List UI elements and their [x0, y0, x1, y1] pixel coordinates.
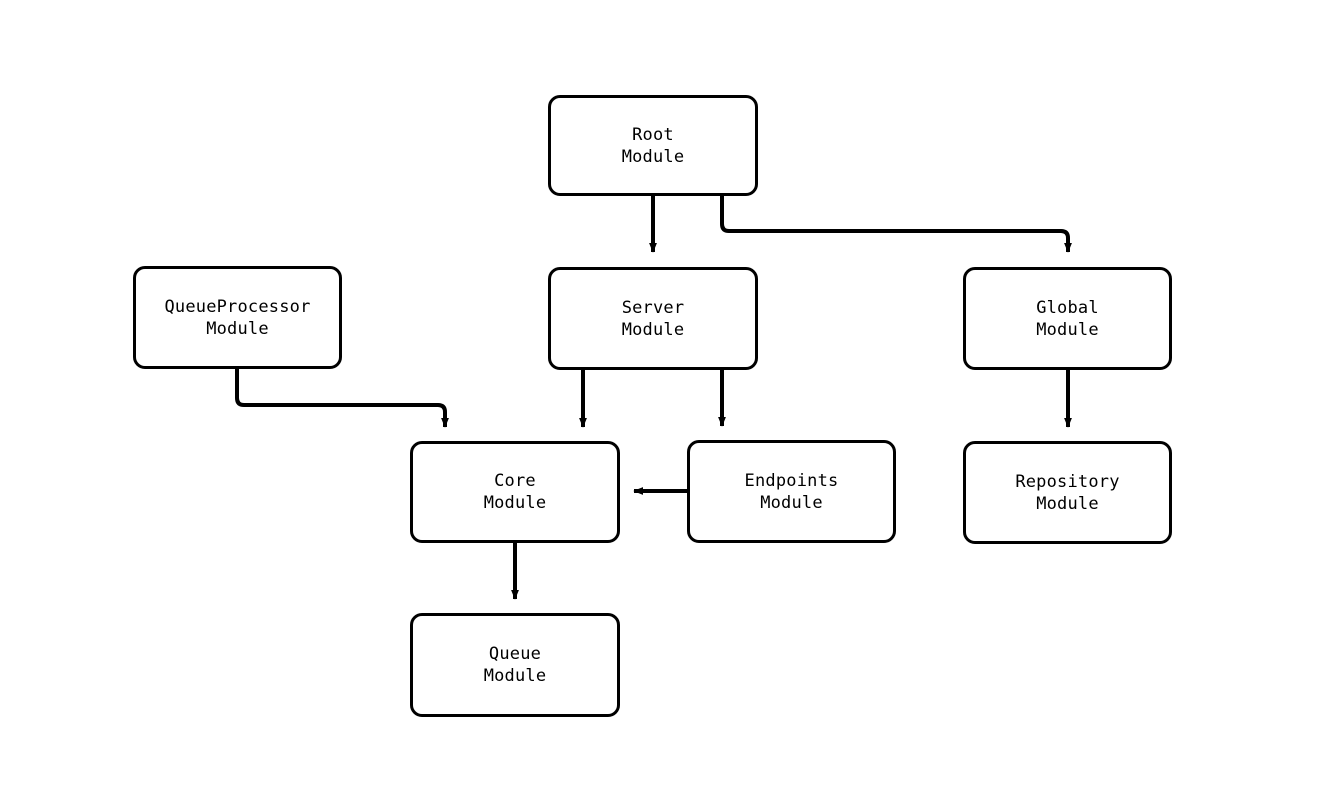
node-queueprocessor-module-line2: Module: [206, 318, 269, 339]
node-endpoints-module-line1: Endpoints: [744, 470, 839, 491]
edge-queueprocessor-to-core: [235, 369, 449, 428]
node-queue-module[interactable]: Queue Module: [410, 613, 620, 717]
node-queue-module-line1: Queue: [488, 644, 542, 664]
node-core-module[interactable]: Core Module: [410, 441, 620, 543]
node-root-module[interactable]: Root Module: [548, 95, 758, 196]
edge-root-to-global: [720, 196, 1072, 253]
node-queue-module-line2: Module: [483, 666, 547, 686]
node-global-module-line2: Module: [1036, 319, 1099, 340]
node-global-module-line1: Global: [1036, 297, 1099, 318]
node-repository-module-line1: Repository: [1015, 471, 1120, 492]
node-repository-module-line2: Module: [1036, 493, 1099, 514]
node-endpoints-module[interactable]: Endpoints Module: [687, 440, 896, 543]
node-server-module-line2: Module: [621, 319, 685, 340]
node-root-module-line2: Module: [621, 146, 685, 167]
node-queueprocessor-module-line1: QueueProcessor: [164, 296, 311, 317]
node-global-module[interactable]: Global Module: [963, 267, 1172, 370]
node-server-module[interactable]: Server Module: [548, 267, 758, 370]
node-endpoints-module-line2: Module: [760, 492, 823, 513]
node-core-module-line1: Core: [494, 471, 536, 491]
node-repository-module[interactable]: Repository Module: [963, 441, 1172, 544]
node-root-module-line1: Root: [632, 124, 674, 145]
node-core-module-line2: Module: [483, 493, 547, 513]
node-queueprocessor-module[interactable]: QueueProcessor Module: [133, 266, 342, 369]
node-server-module-line1: Server: [621, 297, 685, 318]
